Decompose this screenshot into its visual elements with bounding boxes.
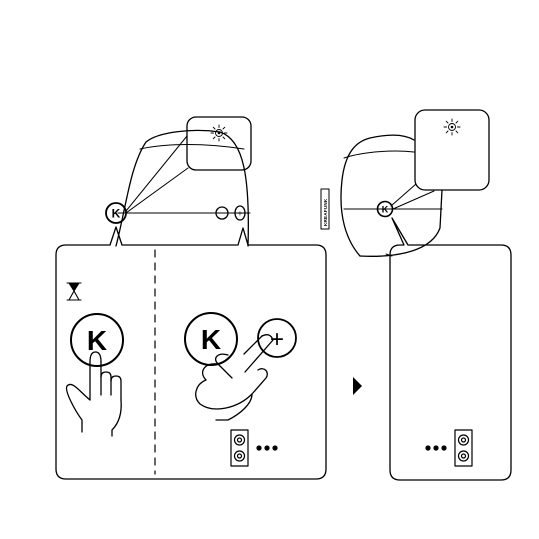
left-speaker: K − + [106,130,250,246]
left-k-letter: K [112,207,121,221]
right-led-callout [415,110,489,190]
speaker-icon [455,430,472,466]
left-led-callout [187,117,251,170]
left-plus-symbol: + [238,209,243,218]
speaker-icon [231,430,248,466]
play-arrow-icon [353,377,362,395]
step-hold: K [67,283,123,436]
brand-label: KREAFUNK [323,198,328,226]
right-speaker: KREAFUNK K [321,135,442,256]
right-k-letter: K [382,205,389,215]
combo-plus-symbol: + [270,326,284,353]
hold-k-letter: K [87,325,107,356]
light-on-icon [211,125,227,141]
light-on-icon [444,119,460,135]
combo-k-letter: K [201,324,221,355]
right-result-panel [390,218,511,480]
left-minus-symbol: − [219,208,224,218]
left-speaker-body [116,130,248,246]
ellipsis-icon [425,445,446,450]
pointing-hand-icon [67,352,122,436]
hourglass-icon [67,283,81,300]
ellipsis-icon [256,445,277,450]
step-press-combo: K + [185,313,296,466]
left-instruction-panel: K K + [56,227,326,479]
